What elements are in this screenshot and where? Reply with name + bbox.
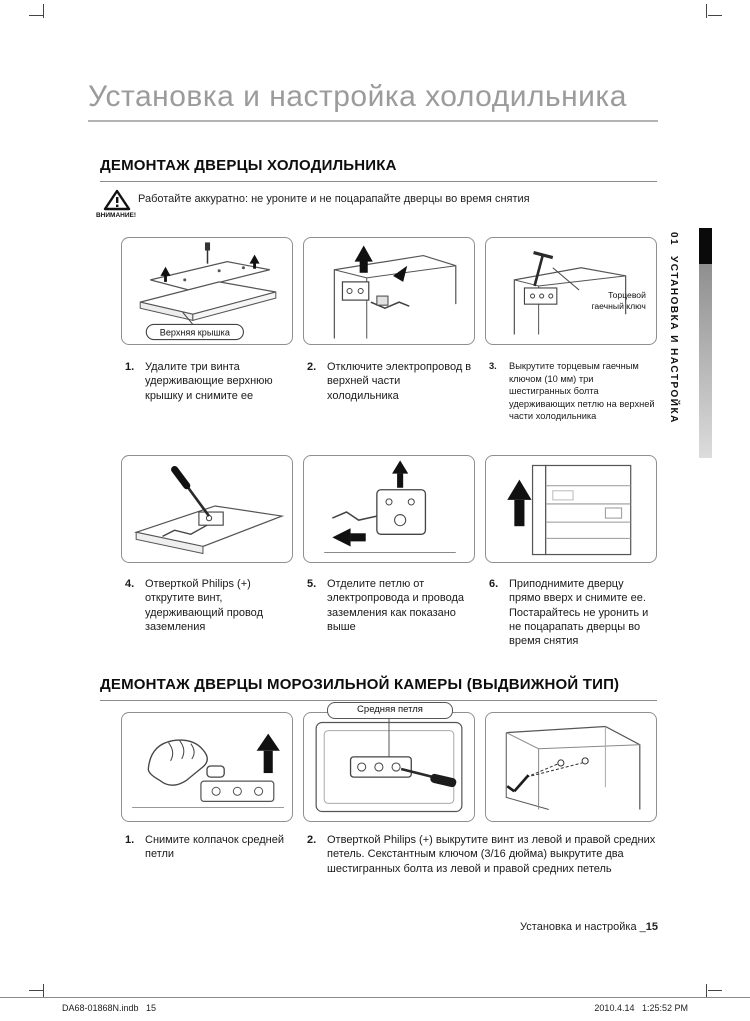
footer-label: Установка и настройка _ [520, 921, 646, 933]
figure-freezer-corner [485, 712, 657, 822]
step-number: 6. [489, 578, 499, 590]
figure-disconnect-wire [303, 237, 475, 345]
section2-rule [100, 700, 657, 701]
chapter-label: УСТАНОВКА И НАСТРОЙКА [668, 256, 679, 424]
step-number: 3. [489, 361, 497, 371]
figure-remove-cap [121, 712, 293, 822]
crop-mark [706, 4, 707, 18]
step-number: 1. [125, 834, 135, 846]
top-cover-illustration: Верхняя крышка [139, 242, 277, 341]
figure-middle-hinge [303, 712, 475, 822]
step-text: Приподнимите дверцу прямо вверх и снимит… [509, 578, 649, 648]
step-1: 1. Удалите три винта удерживающие верхню… [125, 360, 291, 403]
crop-mark [708, 15, 722, 16]
step-3: 3. Выкрутите торцевым гаечным ключом (10… [489, 360, 655, 423]
step-f1: 1. Снимите колпачок средней петли [125, 833, 291, 862]
remove-cap-illustration [132, 733, 284, 808]
step-4: 4. Отверткой Philips (+) открутите винт,… [125, 577, 291, 634]
figure-socket-wrench: Торцевой гаечный ключ [485, 237, 657, 345]
step-number: 5. [307, 578, 317, 590]
socket-wrench-callout-line1: Торцевой [608, 290, 646, 300]
chapter-number: 01 [668, 232, 679, 247]
step-6: 6. Приподнимите дверцу прямо вверх и сни… [489, 577, 655, 648]
warning-triangle-icon [103, 189, 131, 216]
step-text: Отверткой Philips (+) открутите винт, уд… [145, 578, 263, 633]
print-timestamp: 2010.4.14 1:25:52 PM [594, 1003, 688, 1013]
figure-separate-hinge [303, 455, 475, 563]
step-text: Удалите три винта удерживающие верхнюю к… [145, 361, 273, 402]
top-cover-callout: Верхняя крышка [160, 328, 231, 338]
step-5: 5. Отделите петлю от электропровода и пр… [307, 577, 473, 634]
lift-door-illustration [507, 464, 632, 556]
separate-hinge-illustration [324, 460, 456, 554]
step-number: 2. [307, 361, 317, 373]
step-text: Отверткой Philips (+) выкрутите винт из … [327, 834, 656, 875]
middle-hinge-illustration [315, 714, 463, 813]
socket-wrench-illustration: Торцевой гаечный ключ [513, 250, 646, 335]
crop-mark [43, 4, 44, 18]
title-rule [88, 120, 658, 122]
print-file-info: DA68-01868N.indb 15 [62, 1003, 157, 1013]
footer-page-number: 15 [645, 921, 658, 933]
caution-text: Работайте аккуратно: не уроните и не поц… [138, 193, 530, 205]
step-text: Отключите электропровод в верхней части … [327, 361, 472, 402]
crop-mark [29, 15, 43, 16]
section2-heading: ДЕМОНТАЖ ДВЕРЦЫ МОРОЗИЛЬНОЙ КАМЕРЫ (ВЫДВ… [100, 676, 620, 693]
step-number: 1. [125, 361, 135, 373]
figure-lift-door [485, 455, 657, 563]
freezer-corner-illustration [505, 725, 641, 810]
disconnect-wire-illustration [333, 245, 457, 339]
step-text: Выкрутите торцевым гаечным ключом (10 мм… [509, 361, 655, 422]
crop-mark [706, 984, 707, 998]
step-number: 2. [307, 834, 317, 846]
step-text: Отделите петлю от электропровода и прово… [327, 578, 465, 633]
crop-mark [708, 990, 722, 991]
step-f2: 2. Отверткой Philips (+) выкрутите винт … [307, 833, 657, 876]
ground-screw-illustration [133, 465, 285, 555]
chapter-tab-bar [699, 228, 712, 458]
page-footer: Установка и настройка _15 [520, 921, 658, 933]
caution-label: ВНИМАНИЕ! [95, 212, 137, 219]
chapter-tab: 01 УСТАНОВКА И НАСТРОЙКА [668, 232, 679, 454]
step-number: 4. [125, 578, 135, 590]
print-rule [0, 997, 750, 998]
step-2: 2. Отключите электропровод в верхней час… [307, 360, 473, 403]
figure-ground-screw [121, 455, 293, 563]
crop-mark [29, 990, 43, 991]
page-title: Установка и настройка холодильника [88, 80, 627, 113]
middle-hinge-callout: Средняя петля [327, 702, 453, 719]
socket-wrench-callout-line2: гаечный ключ [591, 301, 645, 311]
step-text: Снимите колпачок средней петли [145, 834, 284, 861]
section1-heading: ДЕМОНТАЖ ДВЕРЦЫ ХОЛОДИЛЬНИКА [100, 157, 397, 174]
figure-remove-top-cover: Верхняя крышка [121, 237, 293, 345]
crop-mark [43, 984, 44, 998]
section1-rule [100, 181, 657, 182]
